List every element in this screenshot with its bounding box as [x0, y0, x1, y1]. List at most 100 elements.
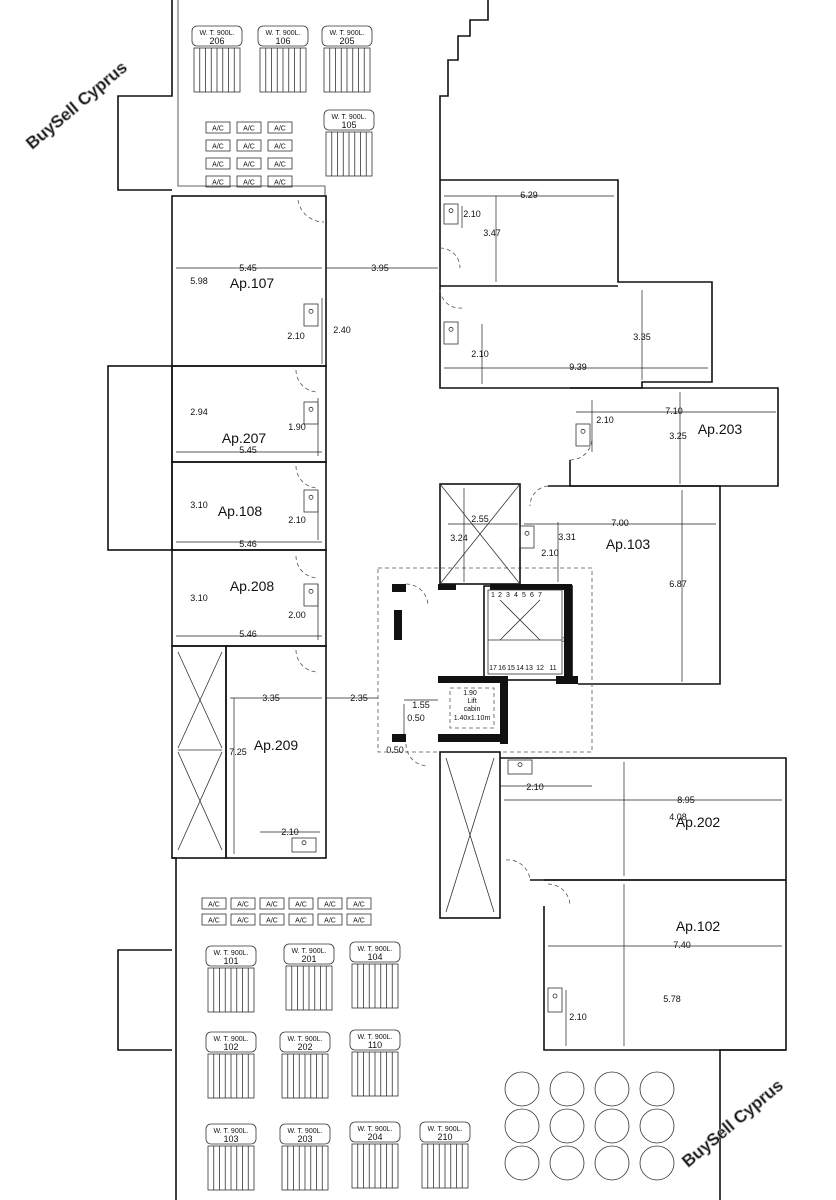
- planter-circle: [549, 1071, 585, 1107]
- water-tank-label: W. T. 900L.: [330, 30, 365, 37]
- ac-unit: A/C: [267, 139, 293, 152]
- ac-unit: A/C: [230, 897, 256, 910]
- water-tank: W. T. 900L.110: [349, 1029, 401, 1097]
- dimension-label: 2.35: [350, 693, 368, 703]
- ac-label: A/C: [237, 918, 249, 925]
- stair-step-number: 17: [489, 665, 497, 672]
- dimension-label: 2.10: [596, 415, 614, 425]
- dimension-label: 5.45: [239, 445, 257, 455]
- water-tank-label: W. T. 900L.: [288, 1036, 323, 1043]
- water-tank-label: W. T. 900L.: [288, 1128, 323, 1135]
- kitchen-unit: [519, 525, 535, 549]
- dimension-label: 2.10: [287, 331, 305, 341]
- stair-step-number: 15: [507, 665, 515, 672]
- ac-label: A/C: [212, 180, 224, 187]
- dimension-lines: [176, 195, 782, 1046]
- water-tank: W. T. 900L.106: [257, 25, 309, 93]
- ac-unit: A/C: [267, 121, 293, 134]
- dimension-label: 2.10: [526, 782, 544, 792]
- dimension-label: 3.24: [450, 533, 468, 543]
- ac-label: A/C: [208, 918, 220, 925]
- water-tank: W. T. 900L.202: [279, 1031, 331, 1099]
- ac-label: A/C: [266, 918, 278, 925]
- ac-unit: A/C: [201, 897, 227, 910]
- planter-circle: [639, 1071, 675, 1107]
- ac-label: A/C: [243, 180, 255, 187]
- tank-number: 210: [437, 1132, 452, 1142]
- ac-unit: A/C: [230, 913, 256, 926]
- dimension-label: 7.25: [229, 747, 247, 757]
- apartment-label: Ap.203: [698, 421, 743, 437]
- ac-unit: A/C: [201, 913, 227, 926]
- stair-step-number: 8: [564, 618, 568, 625]
- ac-label: A/C: [295, 902, 307, 909]
- dimension-label: 9.39: [569, 362, 587, 372]
- kitchen-unit: [303, 583, 319, 607]
- dimension-label: 5.46: [239, 629, 257, 639]
- apartment-label: Ap.202: [676, 814, 721, 830]
- tank-number: 102: [223, 1042, 238, 1052]
- stair-step-number: 11: [549, 665, 556, 672]
- water-tank: W. T. 900L.201: [283, 943, 335, 1011]
- dimension-label: 3.31: [558, 532, 576, 542]
- ac-units: A/C A/C A/C A/C A/C A/C A/C A/C A/C A/C A/C A/C A/C A…: [201, 121, 372, 926]
- tank-number: 205: [339, 36, 354, 46]
- doors: [295, 199, 593, 907]
- ac-label: A/C: [243, 162, 255, 169]
- stair-step-number: 12: [536, 665, 544, 672]
- stair-step-number: 14: [516, 665, 524, 672]
- ac-unit: A/C: [236, 121, 262, 134]
- stair-step-number: 6: [530, 592, 534, 599]
- planter-circle: [504, 1108, 540, 1144]
- watermark-top: BuySell Cyprus: [22, 58, 130, 153]
- tank-number: 203: [297, 1134, 312, 1144]
- kitchen-unit: [443, 203, 459, 225]
- dimension-label: 8.95: [677, 795, 695, 805]
- dimension-label: 5.45: [239, 263, 257, 273]
- watermark-bottom: BuySell Cyprus: [678, 1076, 786, 1171]
- ac-label: A/C: [295, 918, 307, 925]
- kitchen-unit: [443, 321, 459, 345]
- dimension-label: 5.98: [190, 276, 208, 286]
- apartment-label: Ap.108: [218, 503, 263, 519]
- kitchen-unit: [507, 759, 533, 775]
- planter-circle: [504, 1145, 540, 1181]
- kitchen-unit: [547, 987, 563, 1013]
- planter-circle: [594, 1071, 630, 1107]
- ac-unit: A/C: [288, 913, 314, 926]
- lift-label: Lift: [467, 698, 476, 705]
- planter-circle: [594, 1145, 630, 1181]
- apartment-labels: Ap.107Ap.207Ap.108Ap.208Ap.209Ap.203Ap.1…: [218, 275, 743, 934]
- ac-unit: A/C: [205, 121, 231, 134]
- stair-step-number: 4: [514, 592, 518, 599]
- ac-unit: A/C: [259, 913, 285, 926]
- planter-circles: [504, 1071, 675, 1181]
- dimension-label: 3.10: [190, 593, 208, 603]
- apartment-label: Ap.208: [230, 578, 275, 594]
- planter-circle: [549, 1145, 585, 1181]
- dimension-label: 3.35: [633, 332, 651, 342]
- apartment-label: Ap.207: [222, 430, 267, 446]
- dimension-label: 6.87: [669, 579, 687, 589]
- ac-label: A/C: [274, 126, 286, 133]
- ac-label: A/C: [324, 902, 336, 909]
- apartment-label: Ap.103: [606, 536, 651, 552]
- dimension-label: 2.10: [288, 515, 306, 525]
- water-tank-label: W. T. 900L.: [214, 950, 249, 957]
- apartment-label: Ap.107: [230, 275, 275, 291]
- ac-unit: A/C: [205, 157, 231, 170]
- stair-step-number: 1: [491, 592, 495, 599]
- tank-number: 104: [367, 952, 382, 962]
- planter-circle: [639, 1108, 675, 1144]
- dimension-label: 2.40: [333, 325, 351, 335]
- water-tank-label: W. T. 900L.: [428, 1126, 463, 1133]
- tank-number: 206: [209, 36, 224, 46]
- water-tank: W. T. 900L.102: [205, 1031, 257, 1099]
- tank-number: 106: [275, 36, 290, 46]
- lift-size: 1.40x1.10m: [454, 715, 491, 722]
- ac-label: A/C: [237, 902, 249, 909]
- tank-number: 110: [368, 1040, 382, 1050]
- ac-label: A/C: [212, 126, 224, 133]
